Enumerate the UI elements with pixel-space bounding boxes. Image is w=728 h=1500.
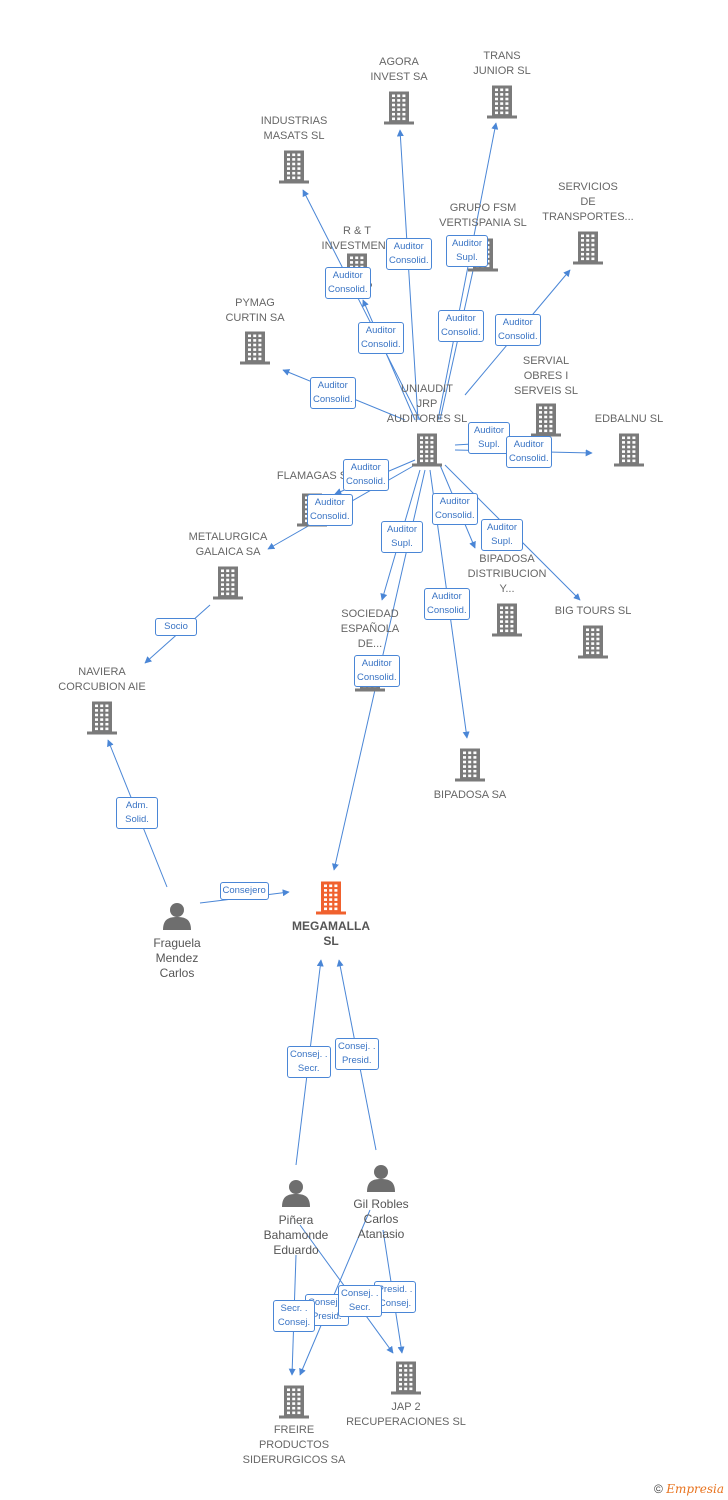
edge-badge-pinera-to-megamalla: Consej. . Secr. — [287, 1046, 331, 1078]
node-label-pinera[interactable]: Piñera Bahamonde Eduardo — [263, 1213, 329, 1257]
edge-badge-pinera-to-freire: Secr. . Consej. — [273, 1300, 315, 1332]
node-label-grupo[interactable]: GRUPO FSM VERTISPANIA SL — [439, 202, 527, 229]
node-label-servicios[interactable]: SERVICIOS DE TRANSPORTES... — [542, 181, 634, 223]
node-label-bipadosadist[interactable]: BIPADOSA DISTRIBUCION Y... — [467, 553, 547, 595]
node-label-jap[interactable]: JAP 2 RECUPERACIONES SL — [346, 1401, 466, 1428]
edge-uniaudit-to-rt — [362, 299, 416, 421]
node-label-rt[interactable]: R & T INVESTMENT — [321, 225, 393, 252]
edge-badge-uniaudit-to-megamalla: Auditor Consolid. — [354, 655, 400, 687]
edge-badge-fraguela-to-megamalla: Consejero — [219, 882, 269, 900]
node-label-agora[interactable]: AGORA INVEST SA — [370, 56, 428, 83]
building-icon-bigtours[interactable] — [578, 625, 608, 659]
node-label-bigtours[interactable]: BIG TOURS SL — [554, 605, 632, 617]
person-icon-pinera[interactable] — [282, 1180, 310, 1207]
node-label-naviera[interactable]: NAVIERA CORCUBION AIE — [58, 666, 146, 693]
edge-uniaudit-to-trans — [437, 122, 499, 421]
node-label-metalurgica[interactable]: METALURGICA GALAICA SA — [188, 531, 268, 558]
edge-badge-uniaudit-to-grupo: Auditor Consolid. — [438, 310, 484, 342]
brand-name[interactable]: Empresia — [666, 1482, 724, 1496]
edge-badge-uniaudit-to-agora: Auditor Consolid. — [386, 238, 432, 270]
edge-uniaudit-to-industrias — [302, 189, 421, 421]
building-icon-bipadosadist[interactable] — [492, 603, 522, 637]
edge-badge-uniaudit-to-bipadosadist: Auditor Consolid. — [432, 493, 478, 525]
building-icon-industrias[interactable] — [279, 150, 309, 184]
node-label-sociedad[interactable]: SOCIEDAD ESPAÑOLA DE... — [340, 608, 400, 650]
building-icon-servial[interactable] — [531, 403, 561, 437]
node-label-fraguela[interactable]: Fraguela Mendez Carlos — [153, 936, 201, 980]
edge-badge-uniaudit-to-rt: Auditor Consolid. — [358, 322, 404, 354]
node-label-pymag[interactable]: PYMAG CURTIN SA — [225, 297, 285, 324]
edge-badge-metalurgica-to-naviera: Socio — [155, 618, 197, 636]
edge-badge-uniaudit-to-bipadosa: Auditor Consolid. — [424, 588, 470, 620]
building-icon-edbalnu[interactable] — [614, 433, 644, 467]
edge-gil-to-freire — [299, 1209, 371, 1376]
footer-credit: © Empresia — [654, 1482, 724, 1496]
edge-badge-uniaudit-to-servial: Auditor Supl. — [468, 422, 510, 454]
node-label-uniaudit[interactable]: UNIAUDIT JRP AUDITORES SL — [386, 383, 468, 425]
building-icon-megamalla[interactable] — [316, 881, 346, 915]
building-icon-jap[interactable] — [391, 1361, 421, 1395]
building-icon-metalurgica[interactable] — [213, 566, 243, 600]
node-label-industrias[interactable]: INDUSTRIAS MASATS SL — [260, 115, 328, 142]
node-label-gil[interactable]: Gil Robles Carlos Atanasio — [353, 1197, 409, 1241]
edge-badge-uniaudit-to-servicios: Auditor Consolid. — [495, 314, 541, 346]
copyright-mark: © — [654, 1482, 663, 1496]
building-icon-pymag[interactable] — [240, 331, 270, 365]
person-icon-gil[interactable] — [367, 1165, 395, 1192]
edge-badge-uniaudit-to-pymag: Auditor Consolid. — [310, 377, 356, 409]
building-icon-naviera[interactable] — [87, 701, 117, 735]
building-icon-agora[interactable] — [384, 91, 414, 125]
edge-uniaudit-to-agora — [396, 129, 419, 421]
building-icon-bipadosa[interactable] — [455, 748, 485, 782]
edge-badge-uniaudit-to-sociedad: Auditor Supl. — [381, 521, 423, 553]
edge-badge-uniaudit-to-flamagas: Auditor Consolid. — [343, 459, 389, 491]
node-label-freire[interactable]: FREIRE PRODUCTOS SIDERURGICOS SA — [242, 1424, 346, 1466]
edge-badge-fraguela-to-naviera: Adm. Solid. — [116, 797, 158, 829]
edge-badge-uniaudit-to-trans: Auditor Supl. — [446, 235, 488, 267]
edge-badge-gil-to-freire: Consej. . Secr. — [338, 1285, 382, 1317]
node-label-edbalnu[interactable]: EDBALNU SL — [594, 413, 664, 425]
node-label-megamalla[interactable]: MEGAMALLA SL — [292, 919, 370, 948]
building-icon-trans[interactable] — [487, 85, 517, 119]
edge-badge-uniaudit-to-metalurgica: Auditor Consolid. — [307, 494, 353, 526]
edges-layer — [107, 122, 593, 1376]
node-label-bipadosa[interactable]: BIPADOSA SA — [433, 789, 507, 801]
building-icon-servicios[interactable] — [573, 231, 603, 265]
edge-badge-gil-to-megamalla: Consej. . Presid. — [335, 1038, 379, 1070]
edge-badge-uniaudit-to-bigtours: Auditor Supl. — [481, 519, 523, 551]
building-icon-uniaudit[interactable] — [412, 433, 442, 467]
building-icon-freire[interactable] — [279, 1385, 309, 1419]
node-label-servial[interactable]: SERVIAL OBRES I SERVEIS SL — [514, 355, 578, 397]
person-icon-fraguela[interactable] — [163, 903, 191, 930]
edge-badge-uniaudit-to-industrias: Auditor Consolid. — [325, 267, 371, 299]
edge-badge-uniaudit-to-edbalnu: Auditor Consolid. — [506, 436, 552, 468]
node-label-trans[interactable]: TRANS JUNIOR SL — [473, 50, 531, 77]
